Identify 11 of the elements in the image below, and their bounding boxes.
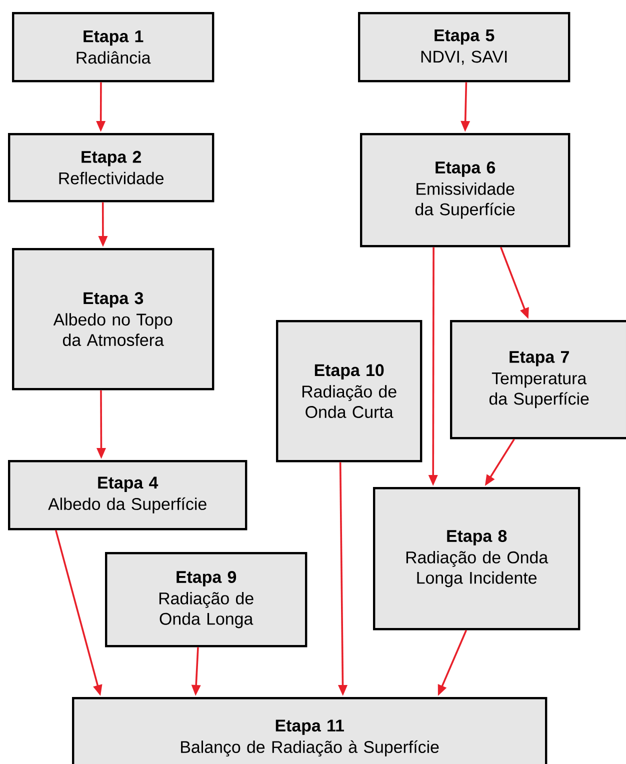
step-box: Etapa 5 NDVI, SAVI [358, 12, 570, 82]
step-box: Etapa 6 Emissividade da Superfície [360, 133, 570, 248]
step-box: Etapa 11 Balanço de Radiação à Superfície [72, 697, 548, 764]
step-box: Etapa 10 Radiação de Onda Curta [276, 320, 422, 462]
step-box: Etapa 7 Temperatura da Superfície [450, 320, 626, 440]
step-box: Etapa 9 Radiação de Onda Longa [105, 552, 308, 648]
step-box: Etapa 3 Albedo no Topo da Atmosfera [12, 248, 214, 390]
step-box: Etapa 2 Reflectividade [8, 133, 214, 202]
step-box: Etapa 4 Albedo da Superfície [8, 460, 248, 530]
step-box: Etapa 1 Radiância [12, 12, 214, 82]
step-box: Etapa 8 Radiação de Onda Longa Incidente [373, 487, 580, 630]
